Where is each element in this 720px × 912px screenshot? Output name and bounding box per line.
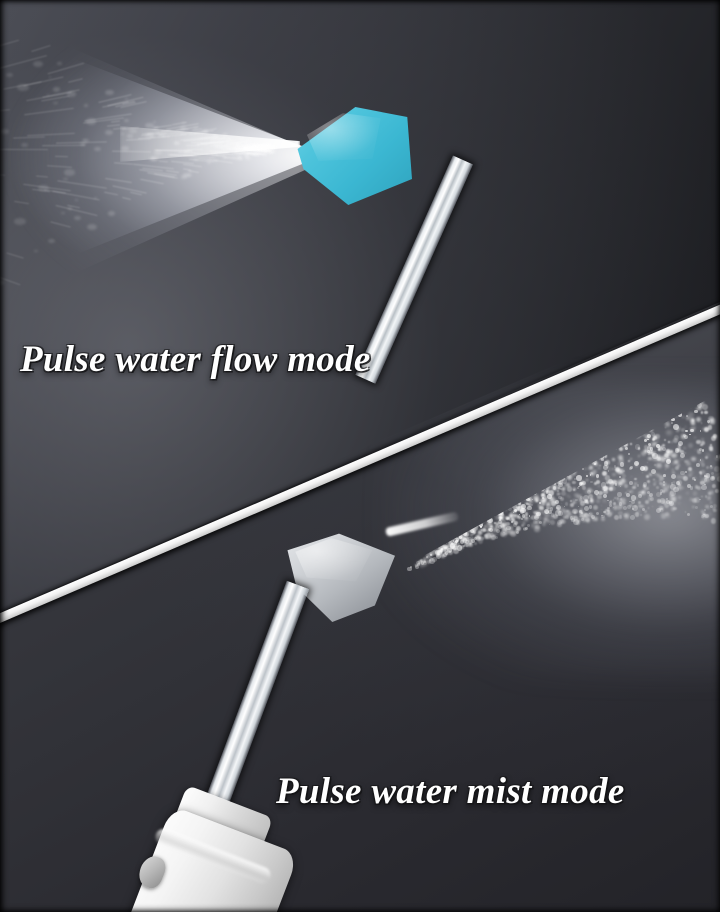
caption-pulse-water-mist-mode: Pulse water mist mode <box>276 771 625 812</box>
caption-pulse-water-flow-mode: Pulse water flow mode <box>20 339 371 380</box>
